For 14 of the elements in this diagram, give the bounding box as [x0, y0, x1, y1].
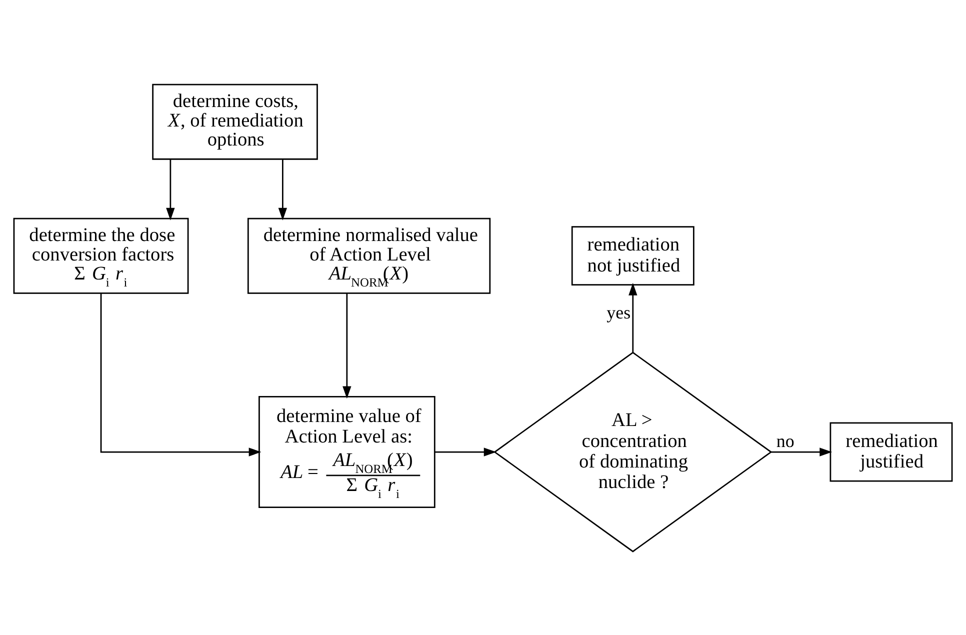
- node-box: determine costs, X, of remediation options: [152, 83, 318, 160]
- node-box: remediation justified: [830, 422, 953, 482]
- edge-label: yes: [606, 302, 631, 322]
- arrow: [434, 447, 496, 456]
- arrow: [100, 292, 262, 456]
- arrow: [278, 158, 288, 220]
- node-box: remediation not justified: [571, 226, 694, 286]
- arrow: [771, 447, 832, 456]
- node-box: determine the dose conversion factors Σ G$_{i}$ r$_{i}$: [13, 217, 189, 294]
- node-diamond: AL > concentration of dominating nuclide ?: [494, 351, 772, 552]
- arrow: [342, 292, 352, 398]
- arrow: [628, 282, 638, 352]
- arrow: [166, 158, 175, 220]
- edge-label: no: [776, 430, 794, 451]
